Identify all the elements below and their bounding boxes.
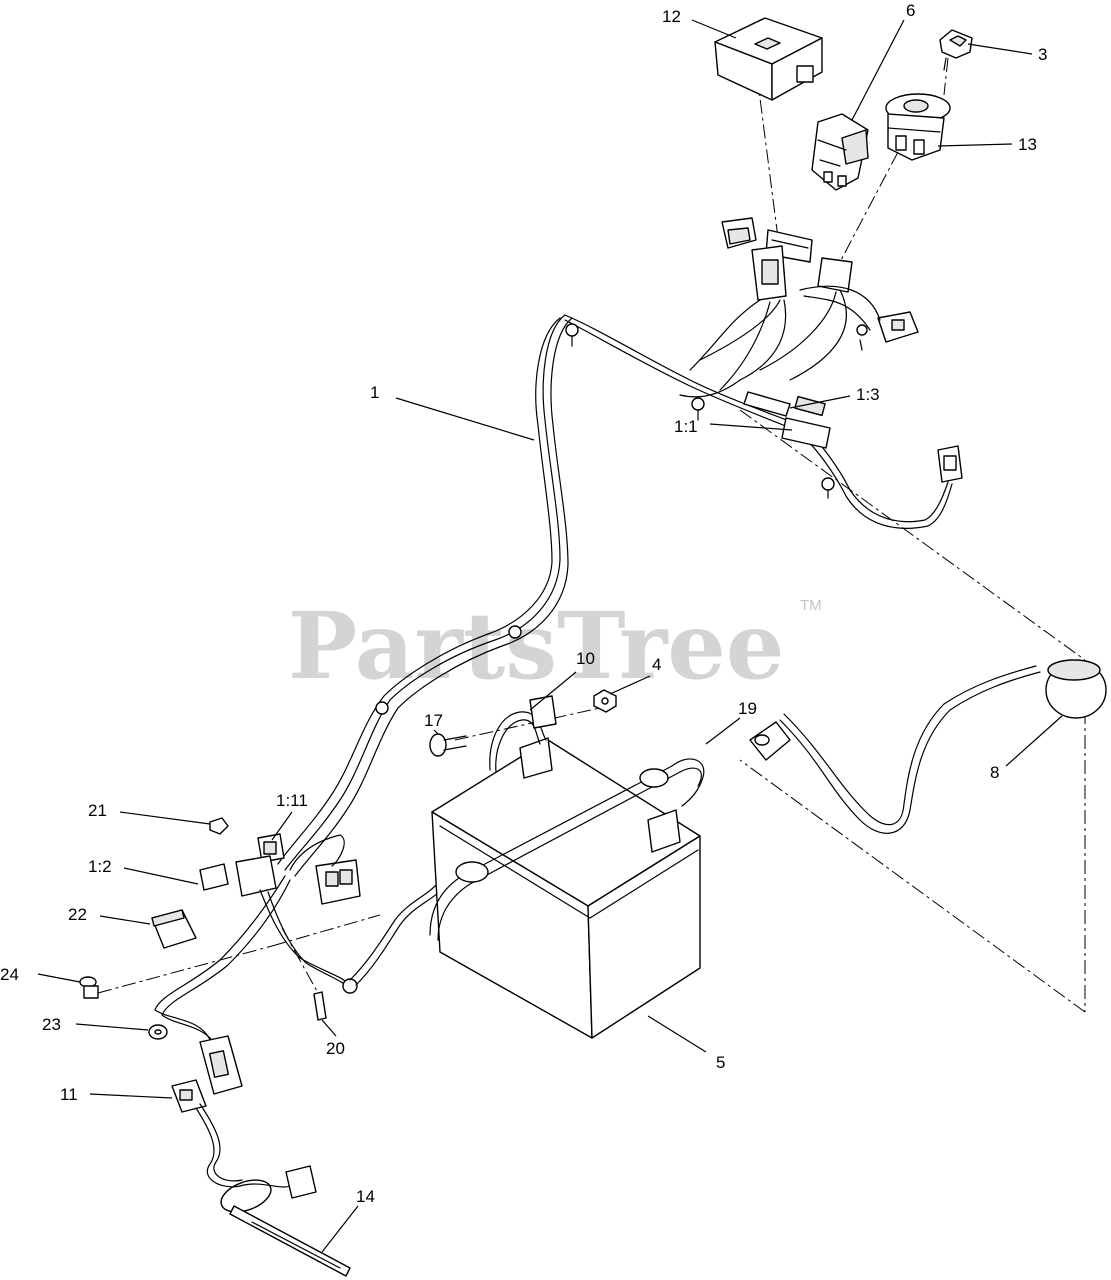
part-3-key[interactable] xyxy=(939,29,973,71)
callout-1: 1 xyxy=(370,383,379,402)
callout-4: 4 xyxy=(652,655,661,674)
part-23-washer[interactable] xyxy=(148,1024,168,1040)
part-6-switch[interactable] xyxy=(811,113,869,191)
callout-13: 13 xyxy=(1018,135,1037,154)
callout-1-3: 1:3 xyxy=(856,385,880,404)
callout-11: 11 xyxy=(60,1085,78,1104)
callout-10: 10 xyxy=(576,649,595,668)
watermark-trademark: TM xyxy=(800,597,822,614)
callout-14: 14 xyxy=(356,1187,375,1206)
callout-1-1: 1:1 xyxy=(674,417,698,436)
callout-20: 20 xyxy=(326,1039,345,1058)
upper-harness-cluster xyxy=(679,217,963,483)
part-21-nut[interactable] xyxy=(209,817,229,835)
callout-6: 6 xyxy=(906,1,915,20)
lower-harness-cluster xyxy=(154,833,446,1095)
callout-17: 17 xyxy=(424,711,443,730)
callout-12: 12 xyxy=(662,7,681,26)
callout-1-11: 1:11 xyxy=(276,791,308,810)
watermark-text: PartsTree xyxy=(288,592,784,700)
part-24-screw[interactable] xyxy=(79,976,99,999)
part-8-negative-cable[interactable] xyxy=(749,659,1107,834)
callout-22: 22 xyxy=(68,905,87,924)
part-11-sensor[interactable] xyxy=(171,1079,317,1199)
callout-1-2: 1:2 xyxy=(88,857,112,876)
part-19-hold-down-rod[interactable] xyxy=(429,758,705,941)
callout-labels: 12 6 3 13 1 1:3 1:1 10 4 17 19 8 1:11 21… xyxy=(0,1,1047,1206)
part-22-block[interactable] xyxy=(151,909,197,949)
callout-8: 8 xyxy=(990,763,999,782)
leader-lines xyxy=(37,19,1063,1253)
part-13-ignition-switch[interactable] xyxy=(885,93,951,161)
part-17-bolt[interactable] xyxy=(429,733,467,757)
part-12-cover[interactable] xyxy=(714,17,823,101)
callout-5: 5 xyxy=(716,1053,725,1072)
part-20-pin[interactable] xyxy=(313,991,327,1021)
part-1-main-harness[interactable] xyxy=(277,314,953,877)
part-4-nut[interactable] xyxy=(593,689,617,713)
watermark: PartsTree TM xyxy=(288,592,822,700)
part-14-cable-tie[interactable] xyxy=(217,1174,351,1277)
callout-24: 24 xyxy=(0,965,19,984)
callout-3: 3 xyxy=(1038,45,1047,64)
callout-23: 23 xyxy=(42,1015,61,1034)
callout-19: 19 xyxy=(738,699,757,718)
assembly-lines xyxy=(97,57,1086,1013)
callout-21: 21 xyxy=(88,801,107,820)
